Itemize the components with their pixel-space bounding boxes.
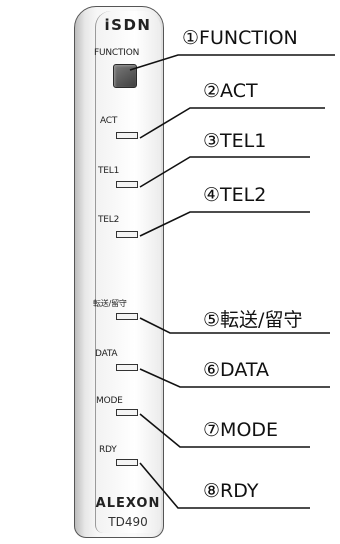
callout-text: ACT [220, 80, 258, 102]
forward-answer-led [116, 313, 138, 320]
callout-text: DATA [220, 359, 269, 381]
callout-text: TEL1 [220, 130, 267, 152]
callout-text: RDY [220, 480, 259, 502]
leader-line-data [139, 368, 330, 388]
callout-text: TEL2 [220, 184, 267, 206]
act-led [116, 132, 138, 139]
mode-led [116, 409, 138, 416]
callout-rdy: ⑧RDY [203, 480, 258, 502]
callout-text: 転送/留守 [220, 309, 303, 331]
callout-tel1: ③TEL1 [203, 130, 266, 152]
tel2-led-label: TEL2 [98, 215, 120, 225]
callout-act: ②ACT [203, 80, 258, 102]
callout-number: ③ [203, 130, 221, 152]
callout-text: FUNCTION [199, 27, 298, 49]
function-button-label: FUNCTION [94, 48, 140, 58]
leader-line-tel1 [139, 156, 310, 188]
rdy-led [116, 459, 138, 466]
leader-line-forward-answer [139, 317, 330, 334]
callout-text: MODE [220, 419, 279, 441]
data-led [116, 364, 138, 371]
callout-number: ② [203, 80, 221, 102]
leader-line-rdy [139, 462, 310, 509]
callout-mode: ⑦MODE [203, 419, 278, 441]
callout-data: ⑥DATA [203, 359, 269, 381]
rdy-led-label: RDY [99, 445, 117, 455]
callout-number: ⑧ [203, 480, 221, 502]
leader-line-act [139, 107, 325, 139]
device-front-panel [95, 11, 161, 533]
callout-number: ⑤ [203, 309, 221, 331]
forward-answer-led-label: 転送/留守 [93, 299, 127, 308]
leader-line-mode [139, 413, 310, 448]
data-led-label: DATA [95, 349, 118, 359]
callout-number: ④ [203, 184, 221, 206]
isdn-logo: iSDN [104, 16, 152, 34]
mode-led-label: MODE [96, 396, 123, 406]
model-number: TD490 [108, 515, 148, 529]
leader-line-function [129, 54, 335, 71]
act-led-label: ACT [100, 116, 118, 126]
tel2-led [116, 231, 138, 238]
callout-function: ①FUNCTION [182, 27, 298, 49]
tel1-led [116, 181, 138, 188]
callout-number: ⑦ [203, 419, 221, 441]
function-button[interactable] [113, 64, 137, 88]
callout-forward-answer: ⑤転送/留守 [203, 305, 302, 332]
tel1-led-label: TEL1 [98, 166, 120, 176]
leader-line-tel2 [139, 211, 310, 237]
callout-number: ⑥ [203, 359, 221, 381]
callout-number: ① [182, 27, 200, 49]
device-body [74, 6, 164, 538]
callout-tel2: ④TEL2 [203, 184, 266, 206]
brand-logo: ALEXON [95, 496, 161, 511]
